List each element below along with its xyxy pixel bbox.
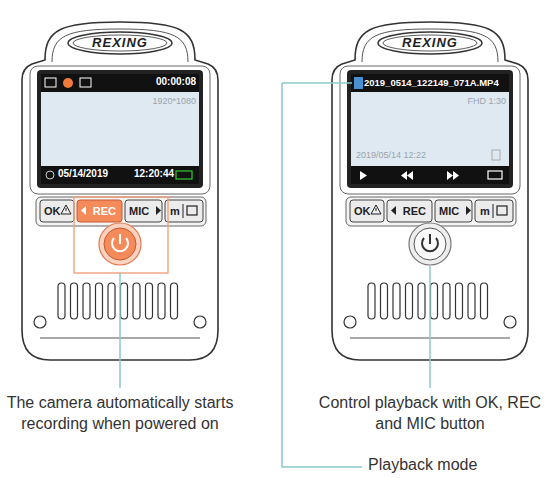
date-text: 05/14/2019 (58, 168, 128, 179)
control-button: m (165, 200, 203, 222)
button-label: OK (44, 205, 61, 217)
brand-logo: REXING (60, 35, 180, 50)
button-label: OK (354, 205, 371, 217)
file-name: 2019_0514_122149_071A.MP4 (364, 77, 509, 88)
caption-text: Control playback with OK, REC and MIC bu… (314, 393, 546, 435)
button-label: m (170, 205, 180, 217)
button-label: MIC (439, 205, 459, 217)
control-button: OK (40, 200, 74, 222)
control-button: REC (387, 200, 432, 222)
control-button: MIC (435, 200, 472, 222)
button-label: REC (93, 205, 116, 217)
record-timer: 00:00:08 (120, 76, 196, 87)
time-text: 12:20:44 (118, 168, 174, 179)
control-button: m (475, 200, 513, 222)
control-button: REC (77, 200, 122, 222)
button-label: REC (403, 205, 426, 217)
resolution: 1920*1080 (120, 96, 196, 106)
caption-text: Playback mode (368, 456, 508, 474)
timestamp: 2019/05/14 12:22 (356, 150, 456, 160)
caption-text: The camera automatically starts recordin… (6, 393, 234, 435)
control-button: MIC (125, 200, 162, 222)
video-info: FHD 1:30 (440, 96, 506, 106)
control-button: OK (350, 200, 384, 222)
button-label: m (480, 205, 490, 217)
brand-logo: REXING (370, 35, 490, 50)
button-label: MIC (129, 205, 149, 217)
